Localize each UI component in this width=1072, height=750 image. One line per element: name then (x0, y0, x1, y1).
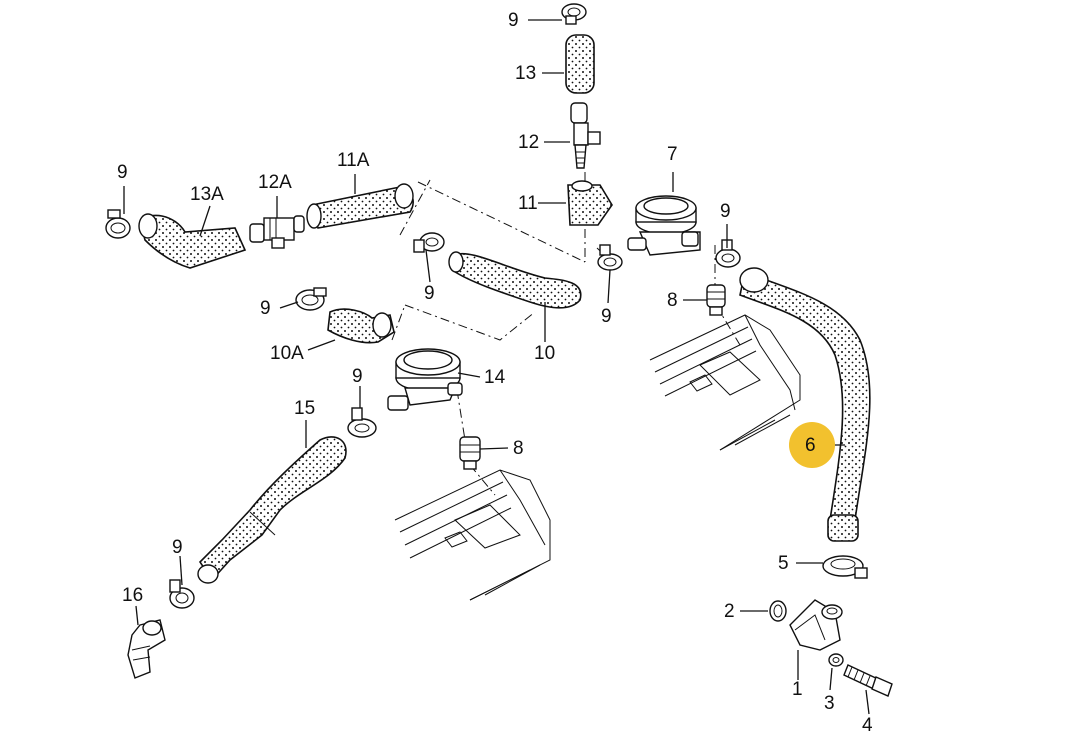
callout-5: 5 (778, 553, 789, 574)
callout-13: 13 (515, 63, 537, 84)
callout-3: 3 (824, 693, 835, 714)
callout-9-top: 9 (508, 10, 519, 31)
callout-6: 6 (805, 435, 816, 456)
valve-14 (387, 348, 463, 411)
callout-9-lower: 9 (352, 366, 363, 387)
highlight-marker (789, 422, 835, 468)
callout-9-left: 9 (117, 162, 128, 183)
connector-16 (127, 619, 166, 679)
fitting-8-lower (459, 436, 481, 470)
clamp-9-bottom-left (169, 579, 195, 609)
fitting-8-upper (706, 284, 726, 316)
clamp-9-14 (347, 407, 377, 438)
hose-13A (138, 213, 247, 269)
callout-12A: 12A (258, 172, 292, 193)
callout-11A: 11A (337, 150, 370, 171)
clamp-9-10A (295, 287, 327, 311)
connector-12 (570, 102, 601, 169)
elbow-11 (567, 180, 613, 226)
clamp-9-mid (413, 232, 445, 253)
callout-1: 1 (792, 679, 803, 700)
callout-9-mid: 9 (424, 283, 435, 304)
hose-15 (197, 436, 347, 584)
callout-10A: 10A (270, 343, 304, 364)
callout-14: 14 (484, 367, 506, 388)
callout-8-lower: 8 (513, 438, 524, 459)
o-ring-2 (769, 600, 787, 622)
callout-4: 4 (862, 715, 873, 736)
callout-8-upper: 8 (667, 290, 678, 311)
valve-7 (627, 195, 701, 256)
bracket-1 (789, 599, 843, 651)
hose-10 (448, 251, 582, 309)
hose-13 (565, 34, 595, 94)
callout-11: 11 (518, 193, 538, 214)
callout-9-near-valve: 9 (601, 306, 612, 327)
clamp-9-near-7 (597, 244, 623, 271)
clamp-5 (822, 555, 868, 579)
callout-12: 12 (518, 132, 540, 153)
callout-13A: 13A (190, 184, 224, 205)
clamp-top (561, 3, 587, 25)
connector-12A (249, 215, 305, 249)
callout-9-right: 9 (720, 201, 731, 222)
callout-9-bottom-left: 9 (172, 537, 183, 558)
callout-9-left-center: 9 (260, 298, 271, 319)
cylinder-head-right (649, 314, 801, 451)
callout-7: 7 (667, 144, 678, 165)
hose-6 (739, 267, 871, 542)
callout-15: 15 (294, 398, 316, 419)
clamp-9-right (715, 239, 741, 268)
cylinder-head-left (394, 469, 551, 601)
washer-3 (828, 653, 844, 667)
callout-16: 16 (122, 585, 144, 606)
bolt-4 (843, 664, 893, 697)
callout-2: 2 (724, 601, 735, 622)
callout-10: 10 (534, 343, 556, 364)
clamp-9-left (105, 209, 131, 239)
hose-11A (306, 183, 414, 229)
hose-10A (327, 308, 395, 344)
